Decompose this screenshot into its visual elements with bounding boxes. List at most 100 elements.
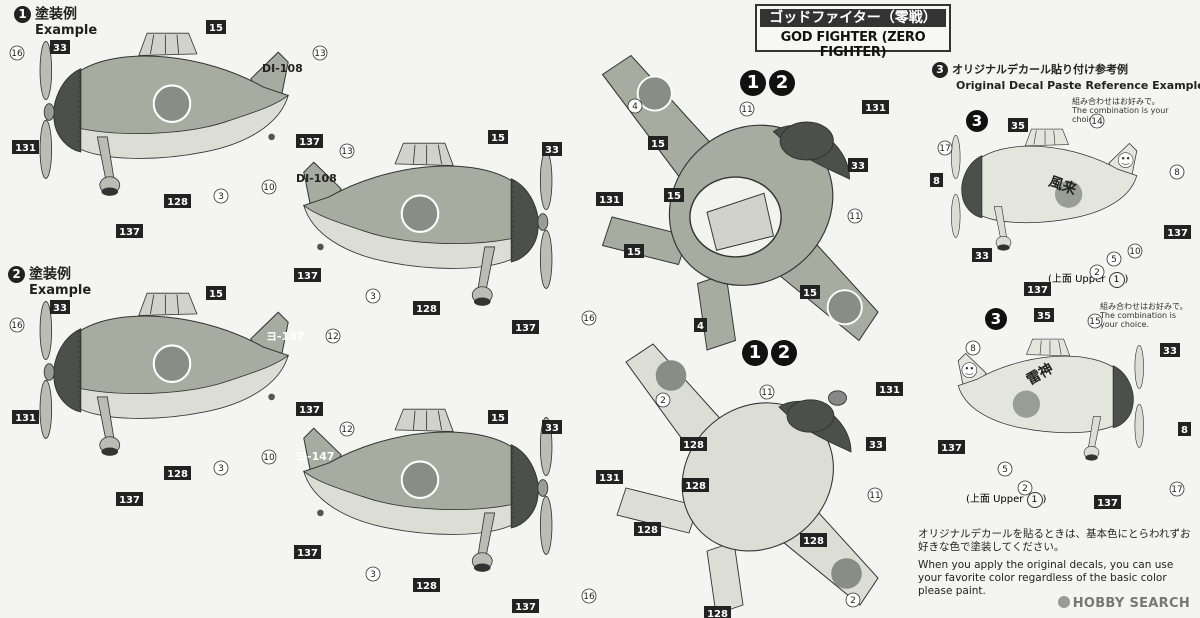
ref-box	[488, 130, 508, 144]
ref-callout-dec1-4: 8	[1169, 164, 1185, 180]
ref-number: 131	[15, 143, 36, 154]
example1-en: Example	[35, 23, 98, 38]
ref-callout-p4-1: 15	[488, 410, 508, 424]
plane-example1-top	[38, 32, 290, 197]
ref-callout-p1-1: 33	[50, 40, 70, 54]
ref-number: 16	[11, 321, 23, 331]
ref-box	[116, 224, 143, 238]
ref-number: 15	[627, 247, 641, 258]
ref-number: 2	[660, 396, 666, 406]
ref-callout-p1-0: 16	[9, 45, 25, 61]
ref-box	[624, 244, 644, 258]
ref-number: 131	[15, 413, 36, 424]
ref-number: 13	[341, 147, 352, 157]
ref-number: 128	[416, 581, 437, 592]
ref-box	[682, 478, 709, 492]
ref-box	[930, 173, 943, 187]
upper-label-1-close: )	[1124, 274, 1129, 285]
ref-callout-dec2-9: 17	[1169, 481, 1185, 497]
ref-box	[1094, 495, 1121, 509]
ref-callout-p1-5: 137	[296, 134, 323, 148]
ref-callout-p3-2: 33	[542, 142, 562, 156]
ref-number: 3	[218, 192, 224, 202]
ref-number: 137	[1097, 498, 1118, 509]
ref-number: 4	[632, 102, 638, 112]
ref-circle	[1017, 480, 1033, 496]
ref-callout-top1-2: 131	[862, 100, 889, 114]
ref-callout-p2-5: 137	[296, 402, 323, 416]
ref-circle	[1169, 481, 1185, 497]
ref-number: 15	[209, 23, 223, 34]
ref-number: 128	[685, 481, 706, 492]
watermark-text: HOBBY SEARCH	[1072, 596, 1190, 611]
ref-box	[972, 248, 992, 262]
ref-number: 2	[1094, 268, 1100, 278]
ref-number: 16	[583, 592, 595, 602]
ref-box	[206, 286, 226, 300]
ref-circle	[213, 188, 229, 204]
ref-circle	[867, 487, 883, 503]
example2-jp: 塗装例	[29, 266, 71, 283]
ref-number: 11	[869, 491, 880, 501]
title-box: ゴッドファイター（零戦） GOD FIGHTER (ZERO FIGHTER)	[755, 4, 951, 60]
ref-callout-p1-4: 131	[12, 140, 39, 154]
ref-circle	[1127, 243, 1143, 259]
ref-circle	[759, 384, 775, 400]
ref-callout-p2-7: 3	[213, 460, 229, 476]
ref-box	[296, 134, 323, 148]
ref-box	[164, 466, 191, 480]
ref-number: 35	[1011, 121, 1025, 132]
ref-number: 137	[1167, 228, 1188, 239]
ref-circle	[739, 101, 755, 117]
ref-callout-p1-7: 3	[213, 188, 229, 204]
ref-number: 131	[599, 195, 620, 206]
ref-callout-p4-8: 16	[581, 588, 597, 604]
ref-circle	[365, 288, 381, 304]
ref-box	[1164, 225, 1191, 239]
combo-note-lower-jp: 組み合わせはお好みで。	[1100, 302, 1188, 311]
watermark-icon	[1057, 596, 1070, 608]
ref-number: 33	[1163, 346, 1177, 357]
upper-label-1-num: 1	[1108, 272, 1125, 288]
ref-number: 14	[1091, 117, 1103, 127]
ref-number: 15	[491, 133, 505, 144]
ref-callout-p2-9: 137	[116, 492, 143, 506]
ref-callout-p4-2: 33	[542, 420, 562, 434]
ref-box	[680, 437, 707, 451]
ref-number: 8	[1181, 425, 1188, 436]
ref-number: 15	[651, 139, 665, 150]
ref-number: 16	[583, 314, 595, 324]
ref-callout-p4-7: 137	[512, 599, 539, 613]
badge-two-bottom: 2	[771, 340, 797, 366]
ref-box	[704, 606, 731, 618]
ref-number: 8	[1174, 168, 1180, 178]
ref-box	[1034, 308, 1054, 322]
ref-number: 15	[491, 413, 505, 424]
ref-callout-dec2-3: 33	[1160, 343, 1180, 357]
ref-callout-p3-1: 15	[488, 130, 508, 144]
ref-number: 10	[263, 183, 275, 193]
ref-callout-p2-8: 10	[261, 449, 277, 465]
ref-circle	[627, 98, 643, 114]
ref-number: 33	[975, 251, 989, 262]
ref-box	[116, 492, 143, 506]
ref-box	[848, 158, 868, 172]
combo-note-upper: 組み合わせはお好みで。 The combination is your choi…	[1072, 97, 1182, 124]
ref-box	[512, 599, 539, 613]
combo-note-upper-jp: 組み合わせはお好みで。	[1072, 97, 1160, 106]
ref-callout-p4-0: 12	[339, 421, 355, 437]
ref-callout-dec1-8: 10	[1127, 243, 1143, 259]
ref-number: 2	[1022, 484, 1028, 494]
ref-callout-dec1-10: 137	[1024, 282, 1051, 296]
ref-number: 11	[849, 212, 860, 222]
upper-label-2-close: )	[1042, 494, 1047, 505]
ref-callout-p2-2: 15	[206, 286, 226, 300]
ref-callout-bot1-2: 131	[876, 382, 903, 396]
ref-box	[648, 136, 668, 150]
plane-decal-left	[951, 128, 1138, 251]
ref-box	[862, 100, 889, 114]
ref-callout-bot1-7: 128	[634, 522, 661, 536]
ref-number: 128	[637, 525, 658, 536]
